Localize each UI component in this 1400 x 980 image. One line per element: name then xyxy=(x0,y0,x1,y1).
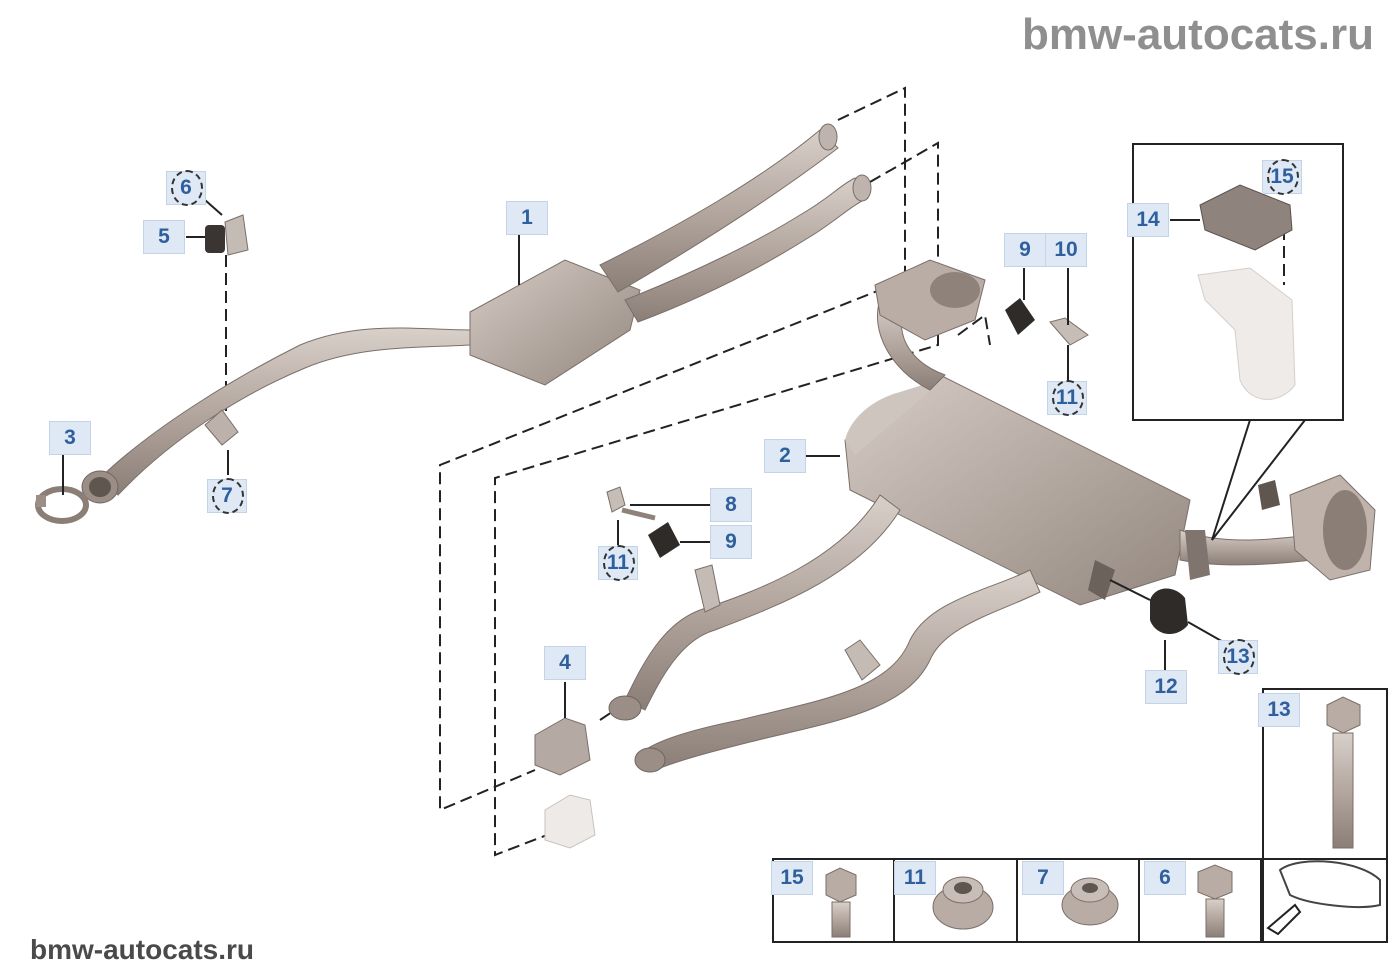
callout-3[interactable]: 3 xyxy=(49,421,91,455)
callout-8[interactable]: 8 xyxy=(710,488,752,522)
callout-2[interactable]: 2 xyxy=(764,439,806,473)
callout-10[interactable]: 10 xyxy=(1045,233,1087,267)
callout-9b[interactable]: 9 xyxy=(1004,233,1046,267)
callout-15[interactable]: 15 xyxy=(1262,159,1302,195)
callout-6[interactable]: 6 xyxy=(166,170,206,206)
legend-row xyxy=(772,858,1388,943)
callout-9a[interactable]: 9 xyxy=(710,525,752,559)
front-pipe-assembly xyxy=(81,123,872,504)
legend-cell-11 xyxy=(895,858,1018,943)
watermark-top: bmw-autocats.ru xyxy=(1021,10,1374,59)
detail-inset-box xyxy=(1132,143,1344,421)
callout-5[interactable]: 5 xyxy=(143,220,185,254)
legend-label-11[interactable]: 11 xyxy=(894,861,936,895)
callout-7[interactable]: 7 xyxy=(207,478,247,514)
watermark-bottom: bmw-autocats.ru xyxy=(30,934,255,965)
detail-inset xyxy=(1197,184,1306,541)
rubber-mount-part-5 xyxy=(205,214,249,256)
fittings xyxy=(606,298,1280,635)
bracket-part-4 xyxy=(534,717,596,849)
callout-12[interactable]: 12 xyxy=(1145,670,1187,704)
legend-shapes xyxy=(825,696,1381,938)
callout-14[interactable]: 14 xyxy=(1127,203,1169,237)
callout-11b[interactable]: 11 xyxy=(1047,380,1087,416)
legend-label-15[interactable]: 15 xyxy=(771,861,813,895)
callout-4[interactable]: 4 xyxy=(544,646,586,680)
legend-cell-6 xyxy=(1140,858,1262,943)
rear-silencer-assembly xyxy=(608,259,1376,773)
callout-1[interactable]: 1 xyxy=(506,201,548,235)
legend-label-13[interactable]: 13 xyxy=(1258,693,1300,727)
legend-cell-15 xyxy=(772,858,895,943)
legend-label-7[interactable]: 7 xyxy=(1022,861,1064,895)
legend-cell-7 xyxy=(1018,858,1140,943)
callout-11a[interactable]: 11 xyxy=(598,545,638,581)
clamp-part-3 xyxy=(35,486,89,524)
legend-label-6[interactable]: 6 xyxy=(1144,861,1186,895)
leader-lines xyxy=(62,199,1226,718)
callout-13[interactable]: 13 xyxy=(1218,639,1258,675)
